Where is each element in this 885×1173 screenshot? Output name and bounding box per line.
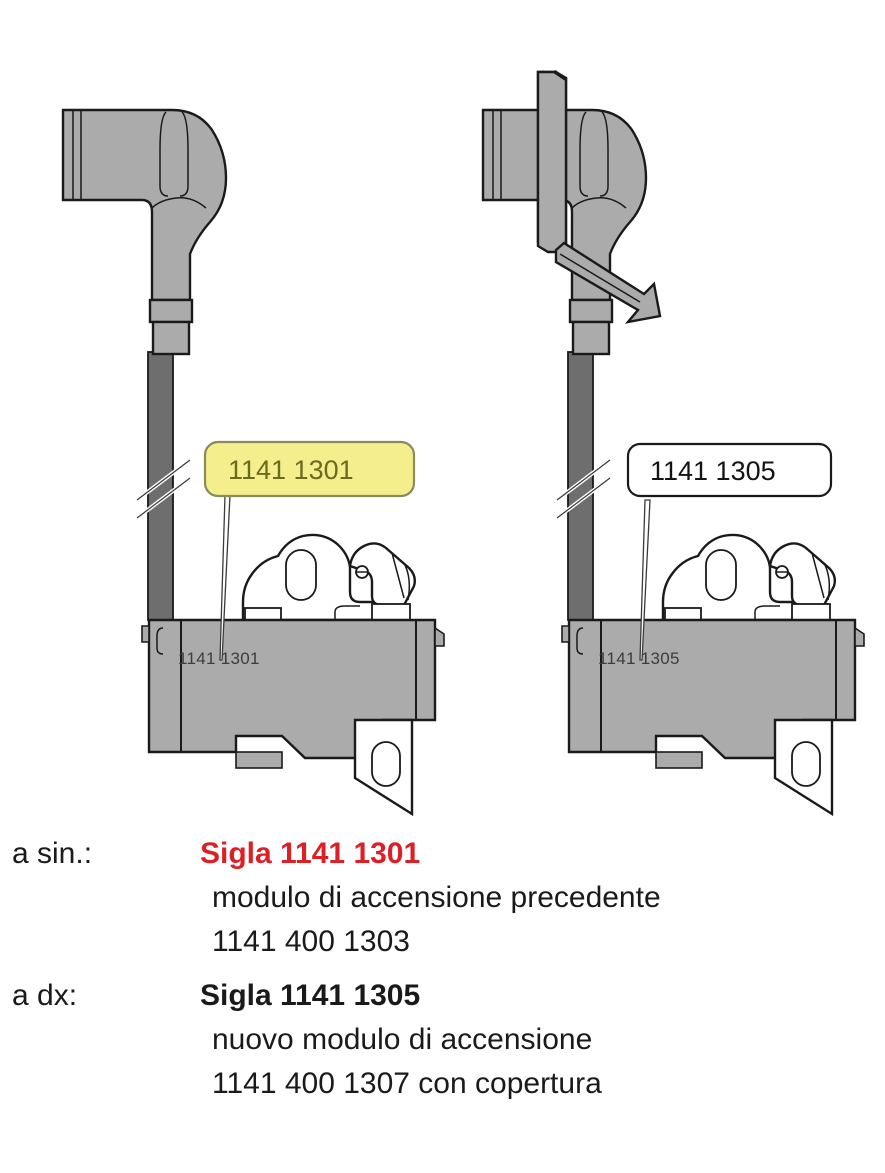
right-part-callout: 1141 1305 (626, 442, 833, 498)
right-callout-label: 1141 1305 (650, 456, 776, 486)
caption-key-left: a sin.: (12, 837, 93, 870)
right-spark-plug-boot (481, 108, 648, 356)
left-callout-label: 1141 1301 (228, 455, 354, 485)
right-cable-break-mark (555, 458, 612, 520)
left-ignition-module-figure: 1141 1301 1141 1301 (61, 108, 445, 817)
right-callout-leader-line (639, 499, 651, 661)
left-part-callout: 1141 1301 (203, 440, 416, 498)
caption-line-left-1: modulo di accensione precedente (212, 881, 661, 914)
caption-key-right: a dx: (12, 979, 78, 1012)
caption-spacer (0, 964, 885, 974)
left-module-body-marking: 1141 1301 (178, 649, 260, 668)
right-module-top-bracket (661, 533, 837, 622)
left-spark-plug-cable (135, 351, 192, 621)
left-module-top-bracket (241, 533, 417, 622)
right-ignition-module-figure: 1141 1305 1141 1305 (481, 69, 865, 817)
left-cable-break-mark (135, 458, 192, 520)
caption-line-left-2: 1141 400 1303 (212, 925, 410, 958)
right-module-body-marking: 1141 1305 (598, 649, 680, 668)
left-spark-plug-boot (61, 108, 228, 356)
right-protective-cover (536, 69, 662, 324)
caption-headline-right: Sigla 1141 1305 (200, 979, 421, 1012)
caption-line-right-2: 1141 400 1307 con copertura (212, 1067, 602, 1100)
caption-block: a sin.: Sigla 1141 1301 modulo di accens… (0, 832, 885, 1106)
right-mounting-bracket (773, 718, 834, 817)
caption-line-right-1: nuovo modulo di accensione (212, 1023, 593, 1056)
caption-headline-left: Sigla 1141 1301 (200, 837, 421, 870)
caption-row-left: a sin.: Sigla 1141 1301 (0, 832, 885, 876)
caption-row-right: a dx: Sigla 1141 1305 (0, 974, 885, 1018)
right-spark-plug-cable (555, 351, 612, 621)
left-mounting-bracket (353, 718, 414, 817)
